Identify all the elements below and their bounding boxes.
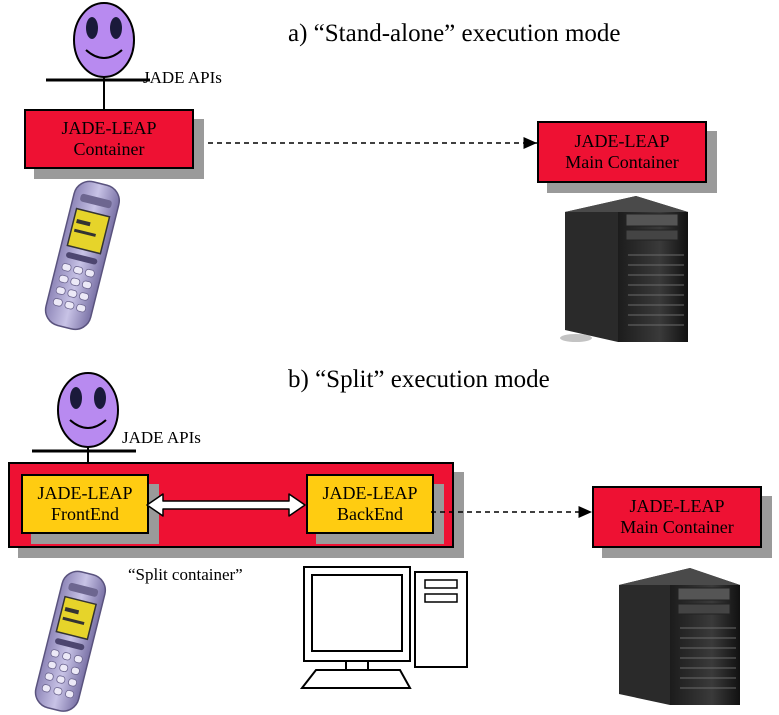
main-container-line1: JADE-LEAP (574, 131, 670, 151)
jade-apis-label: JADE APIs (143, 68, 222, 87)
jade-leap-backend-box: JADE-LEAP BackEnd (306, 474, 434, 534)
jade-leap-main-container-box: JADE-LEAP Main Container (537, 121, 707, 183)
jade-leap-container-box: JADE-LEAP Container (24, 109, 194, 169)
frontend-line2: FrontEnd (50, 504, 119, 524)
jade-apis-label: JADE APIs (122, 428, 201, 447)
server-tower-icon (560, 196, 688, 342)
split-container-label: “Split container” (128, 565, 243, 584)
main-container-line2: Main Container (565, 152, 679, 172)
main-container-line2: Main Container (620, 517, 734, 537)
backend-line2: BackEnd (337, 504, 403, 524)
main-container-line1: JADE-LEAP (629, 496, 725, 516)
jade-leap-frontend-box: JADE-LEAP FrontEnd (21, 474, 149, 534)
mobile-phone-icon (34, 570, 107, 712)
desktop-computer-icon (299, 566, 468, 689)
agent-smiley-icon (46, 2, 150, 109)
section-a-title: a) “Stand-alone” execution mode (288, 20, 621, 47)
container-line2: Container (73, 139, 145, 159)
backend-line1: JADE-LEAP (322, 483, 418, 503)
mobile-phone-icon (44, 180, 120, 331)
section-b-title: b) “Split” execution mode (288, 366, 550, 393)
frontend-line1: JADE-LEAP (37, 483, 133, 503)
jade-leap-main-container-box: JADE-LEAP Main Container (592, 486, 762, 548)
agent-smiley-icon (32, 372, 136, 474)
server-tower-icon (619, 568, 740, 705)
container-line1: JADE-LEAP (61, 118, 157, 138)
